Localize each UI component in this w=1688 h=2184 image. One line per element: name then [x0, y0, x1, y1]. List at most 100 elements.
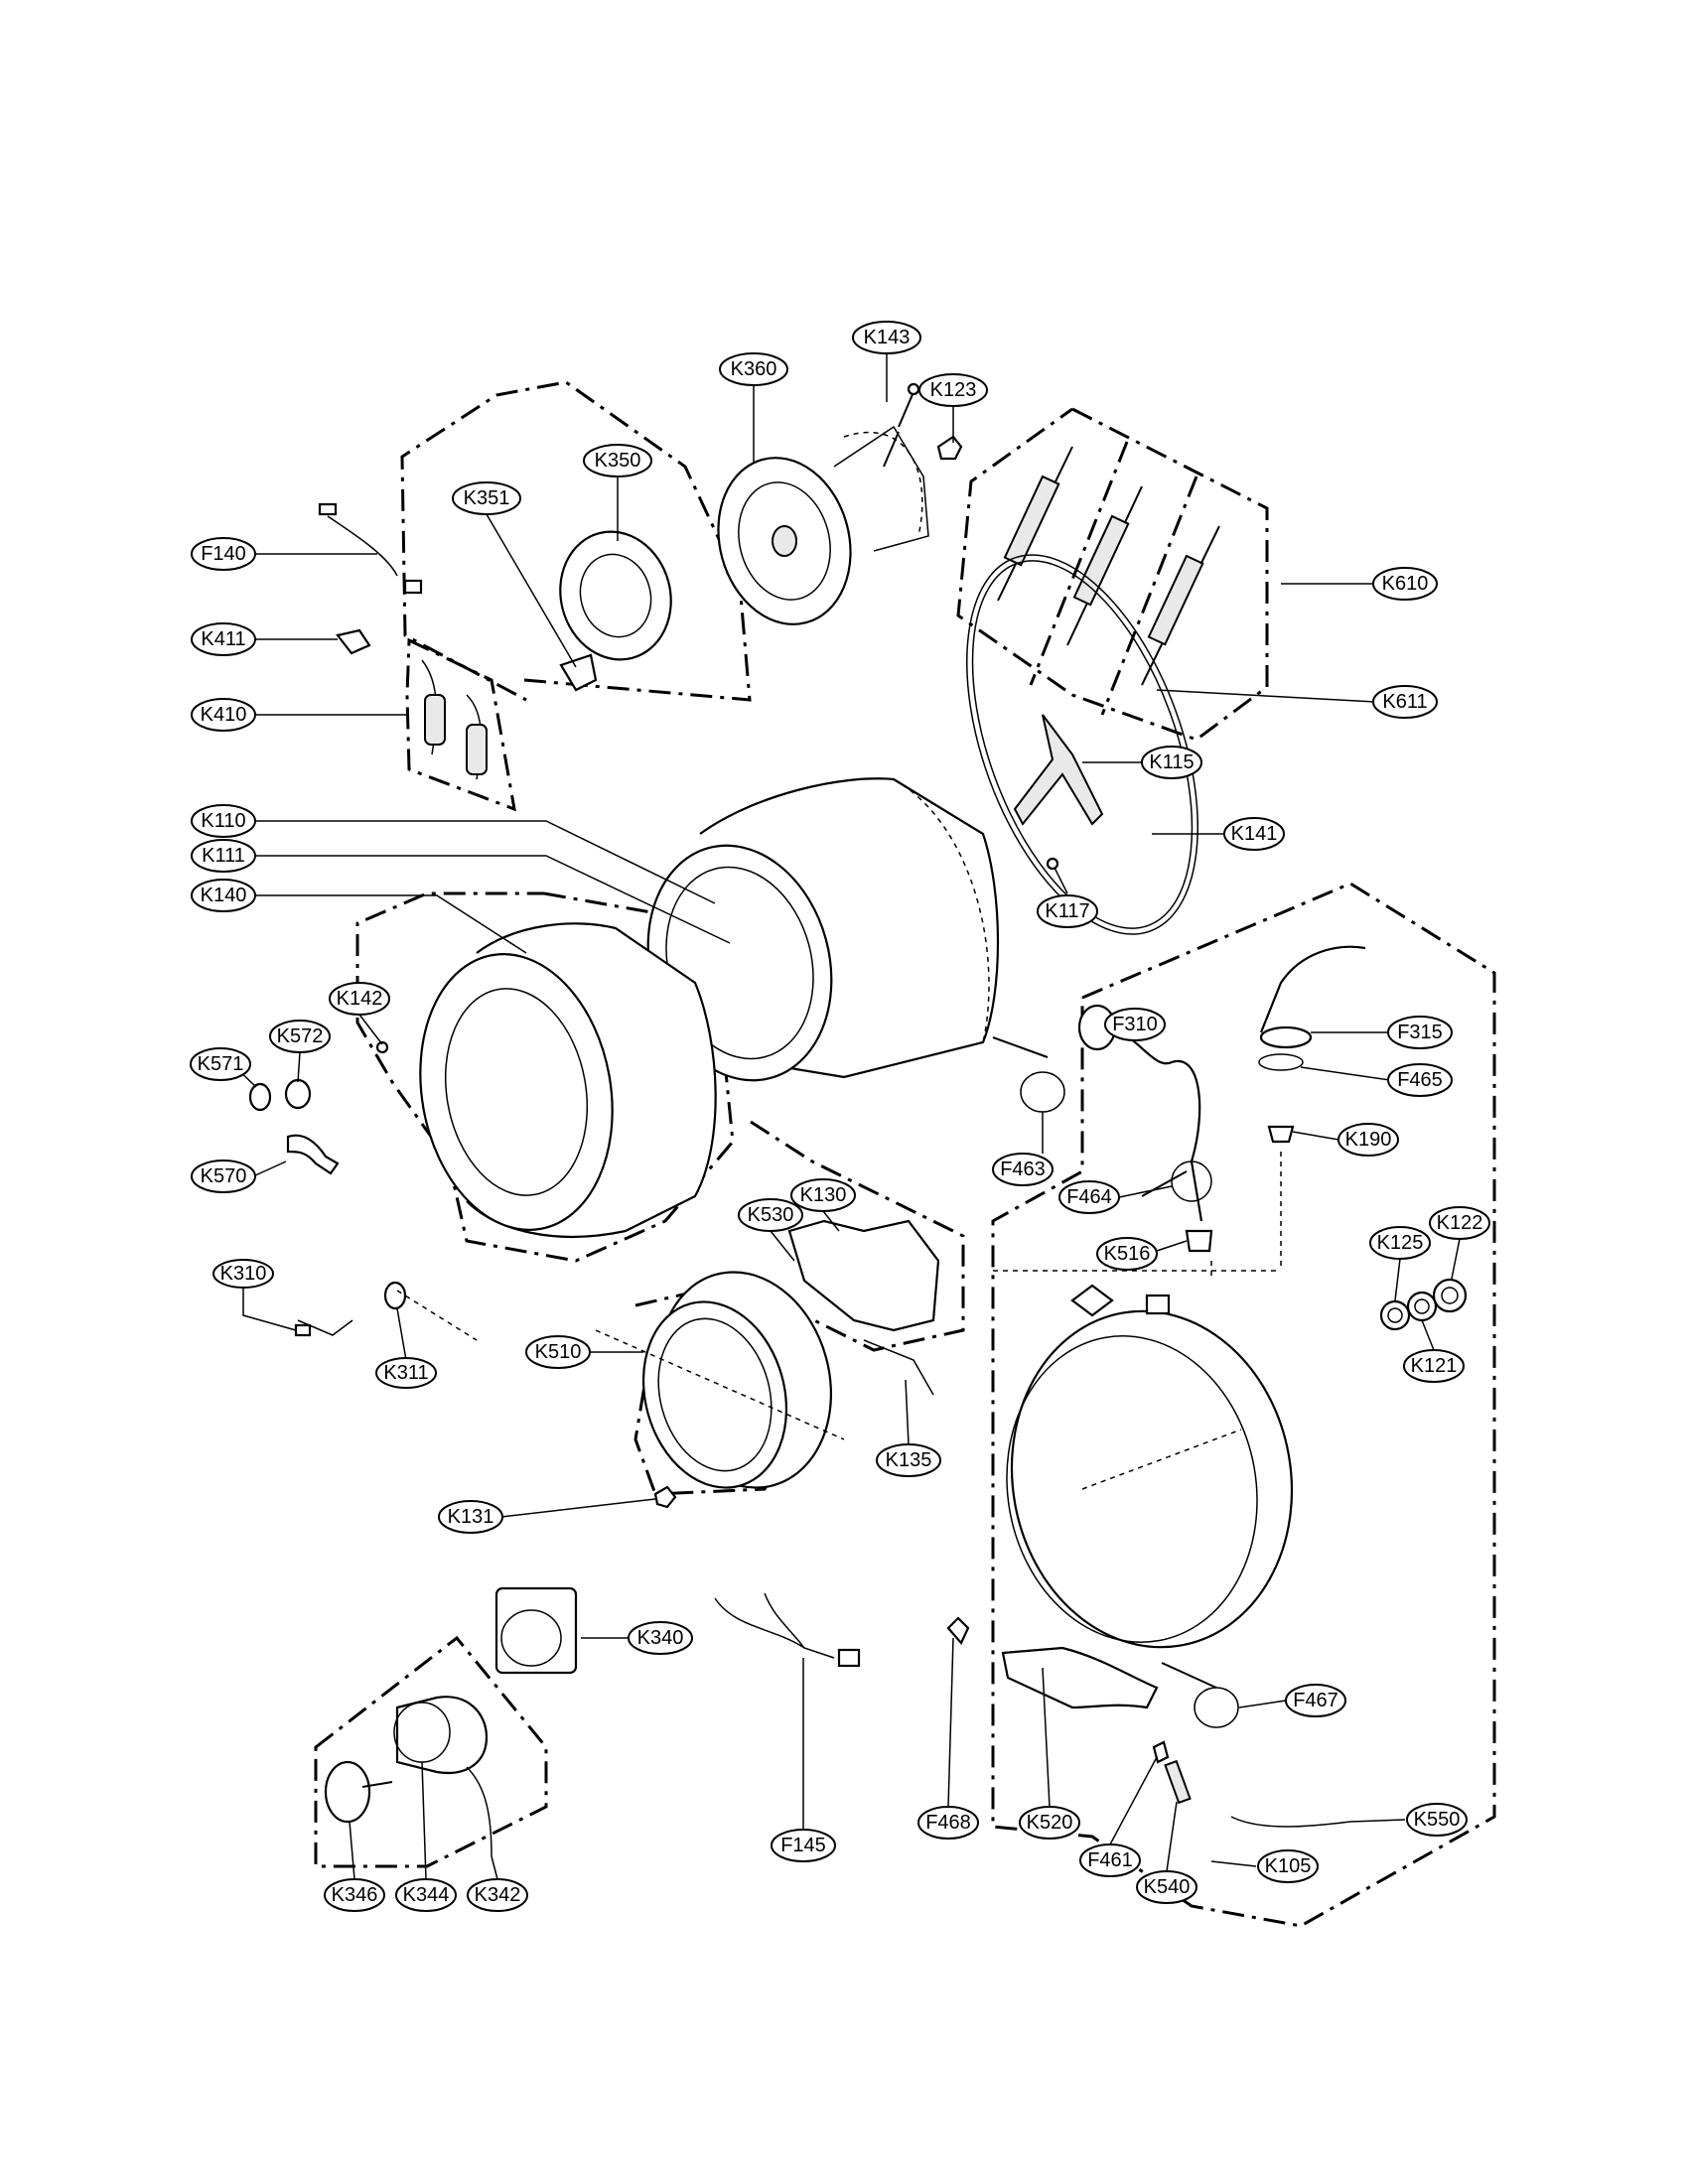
dampers: [997, 446, 1220, 686]
svg-text:K550: K550: [1414, 1809, 1461, 1831]
svg-text:K540: K540: [1144, 1876, 1191, 1898]
svg-text:F468: F468: [925, 1812, 971, 1834]
label-K122: K122: [1429, 1206, 1490, 1240]
svg-text:K360: K360: [731, 358, 777, 380]
svg-text:K142: K142: [337, 988, 383, 1010]
label-K516: K516: [1096, 1237, 1158, 1271]
label-K310: K310: [212, 1259, 274, 1289]
label-K131: K131: [438, 1500, 503, 1534]
svg-text:K350: K350: [595, 450, 641, 472]
svg-text:K117: K117: [1045, 900, 1089, 922]
label-F464: F464: [1058, 1180, 1120, 1214]
svg-text:K125: K125: [1377, 1232, 1424, 1254]
svg-text:K111: K111: [202, 845, 245, 867]
label-F468: F468: [917, 1806, 979, 1840]
label-K350: K350: [583, 444, 652, 478]
label-F315: F315: [1387, 1016, 1453, 1049]
leader-lines: [232, 353, 1461, 1880]
label-F465: F465: [1387, 1063, 1453, 1097]
svg-text:K342: K342: [475, 1884, 521, 1906]
svg-text:F461: F461: [1087, 1849, 1133, 1871]
svg-text:K344: K344: [403, 1884, 450, 1906]
label-K570: K570: [191, 1160, 256, 1193]
label-K344: K344: [395, 1878, 457, 1912]
label-K141: K141: [1223, 817, 1285, 851]
svg-text:K311: K311: [383, 1362, 428, 1384]
label-K121: K121: [1403, 1349, 1465, 1383]
svg-text:F315: F315: [1397, 1022, 1443, 1043]
label-F467: F467: [1285, 1684, 1346, 1717]
svg-text:F464: F464: [1066, 1186, 1112, 1208]
label-K360: K360: [719, 352, 788, 386]
svg-text:K340: K340: [637, 1627, 684, 1649]
label-K123: K123: [918, 373, 988, 407]
callout-labels: K360 K143 K123 K350 K351 F140 K411 K410 …: [190, 321, 1490, 1912]
svg-text:K530: K530: [748, 1204, 794, 1226]
label-K340: K340: [628, 1621, 693, 1655]
label-K143: K143: [852, 321, 921, 354]
svg-text:K610: K610: [1382, 573, 1429, 595]
label-K571: K571: [190, 1047, 251, 1081]
svg-text:F140: F140: [201, 543, 246, 565]
svg-text:K123: K123: [930, 379, 977, 401]
label-K142: K142: [329, 982, 390, 1016]
svg-text:F465: F465: [1397, 1069, 1443, 1091]
label-K530: K530: [738, 1198, 803, 1232]
label-K610: K610: [1372, 567, 1438, 601]
label-K510: K510: [525, 1335, 591, 1369]
parts: [248, 382, 1468, 1857]
label-K140: K140: [191, 879, 256, 912]
door-gasket: [641, 1271, 832, 1489]
label-K105: K105: [1257, 1849, 1319, 1883]
label-K351: K351: [452, 481, 521, 515]
svg-text:K571: K571: [198, 1053, 244, 1075]
svg-text:K611: K611: [1382, 691, 1427, 713]
tub-front: [419, 922, 717, 1238]
label-K117: K117: [1037, 894, 1098, 928]
svg-text:K190: K190: [1345, 1129, 1392, 1151]
svg-text:K351: K351: [464, 487, 510, 509]
label-K550: K550: [1406, 1803, 1468, 1837]
label-F461: F461: [1079, 1843, 1141, 1877]
stator: [559, 530, 672, 661]
label-K346: K346: [324, 1878, 385, 1912]
svg-text:K572: K572: [277, 1025, 324, 1047]
svg-text:K122: K122: [1437, 1212, 1483, 1234]
label-K115: K115: [1141, 746, 1202, 779]
tub-rear: [1006, 1284, 1294, 1649]
label-K111: K111: [191, 839, 256, 873]
svg-text:K130: K130: [800, 1184, 847, 1206]
label-F463: F463: [992, 1153, 1054, 1186]
label-K411: K411: [191, 622, 256, 656]
label-K611: K611: [1372, 685, 1438, 719]
svg-text:F463: F463: [1000, 1159, 1046, 1180]
svg-text:K310: K310: [220, 1263, 267, 1285]
label-K311: K311: [375, 1357, 437, 1389]
label-K572: K572: [269, 1020, 331, 1053]
label-K135: K135: [876, 1443, 941, 1477]
svg-text:K411: K411: [201, 628, 245, 650]
group-boundaries: [314, 380, 1496, 1928]
rotor: [717, 425, 929, 625]
svg-text:K140: K140: [201, 885, 247, 906]
svg-text:K510: K510: [535, 1341, 582, 1363]
svg-text:F145: F145: [780, 1835, 826, 1856]
label-K130: K130: [790, 1178, 856, 1212]
label-K540: K540: [1136, 1870, 1197, 1904]
svg-text:K135: K135: [886, 1449, 932, 1471]
svg-text:K141: K141: [1231, 823, 1278, 845]
label-K342: K342: [467, 1878, 528, 1912]
label-F310: F310: [1104, 1008, 1166, 1041]
label-K520: K520: [1019, 1806, 1080, 1840]
svg-text:K520: K520: [1027, 1812, 1073, 1834]
svg-text:F310: F310: [1112, 1014, 1158, 1035]
label-K410: K410: [191, 698, 256, 732]
svg-text:K121: K121: [1411, 1355, 1458, 1377]
svg-text:K516: K516: [1104, 1243, 1151, 1265]
label-F145: F145: [771, 1829, 836, 1862]
pump-motor: [494, 1586, 578, 1675]
svg-text:K410: K410: [201, 704, 247, 726]
label-K190: K190: [1337, 1123, 1399, 1157]
svg-text:K570: K570: [201, 1165, 247, 1187]
